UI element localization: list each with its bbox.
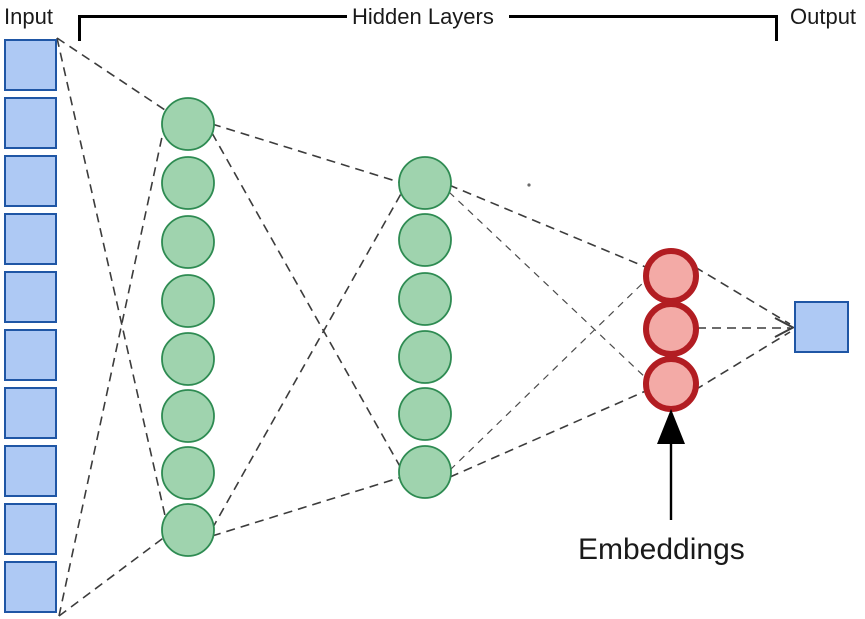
output-arrowhead (774, 317, 796, 338)
embedding-node[interactable] (643, 356, 699, 412)
hidden-node[interactable] (398, 156, 452, 210)
connections-input-to-hidden1 (56, 37, 167, 617)
input-node[interactable] (4, 271, 57, 323)
connection-line (58, 122, 166, 617)
connection-line (694, 331, 791, 391)
connection-line (449, 277, 649, 471)
connection-line (449, 389, 649, 478)
embeddings-label: Embeddings (578, 533, 745, 566)
hidden-node[interactable] (398, 213, 452, 267)
connection-line (58, 535, 167, 617)
connection-line (211, 191, 403, 530)
hidden-node[interactable] (398, 445, 452, 499)
input-node[interactable] (4, 97, 57, 149)
hidden-node[interactable] (398, 387, 452, 441)
output-node[interactable] (794, 301, 849, 353)
input-node[interactable] (4, 561, 57, 613)
connection-line (56, 37, 166, 111)
connection-line (211, 476, 403, 537)
input-node[interactable] (4, 39, 57, 91)
output-label: Output (790, 4, 856, 29)
hidden-layer-1 (161, 97, 215, 557)
connection-line (211, 132, 403, 471)
hidden-node[interactable] (161, 332, 215, 386)
input-layer (4, 39, 57, 613)
embedding-layer (643, 248, 699, 412)
hidden-node[interactable] (161, 503, 215, 557)
connection-line (56, 37, 167, 521)
arrow-head-icon (657, 409, 685, 444)
hidden-layer-2 (398, 156, 452, 499)
hidden-node[interactable] (161, 446, 215, 500)
input-label: Input (4, 4, 53, 29)
input-node[interactable] (4, 503, 57, 555)
hidden-node[interactable] (161, 215, 215, 269)
connections-hidden2-to-embeddings (448, 184, 649, 478)
hidden-node[interactable] (161, 389, 215, 443)
hidden-node[interactable] (398, 272, 452, 326)
hidden-node[interactable] (161, 274, 215, 328)
embedding-node[interactable] (643, 248, 699, 304)
embeddings-annotation-arrow (657, 409, 685, 520)
input-node[interactable] (4, 213, 57, 265)
input-node[interactable] (4, 329, 57, 381)
connection-line (694, 266, 791, 325)
input-node[interactable] (4, 445, 57, 497)
hidden-layers-label: Hidden Layers (352, 4, 494, 29)
connections-hidden1-to-hidden2 (211, 123, 403, 537)
hidden-layers-bracket (78, 15, 778, 41)
connections-embeddings-to-output (694, 266, 796, 391)
connection-line (211, 123, 403, 184)
hidden-node[interactable] (161, 156, 215, 210)
input-node[interactable] (4, 387, 57, 439)
input-node[interactable] (4, 155, 57, 207)
hidden-node[interactable] (161, 97, 215, 151)
connection-line (448, 184, 649, 269)
connection-line (448, 191, 649, 381)
stray-speck (527, 183, 531, 187)
hidden-node[interactable] (398, 330, 452, 384)
embedding-node[interactable] (643, 301, 699, 357)
